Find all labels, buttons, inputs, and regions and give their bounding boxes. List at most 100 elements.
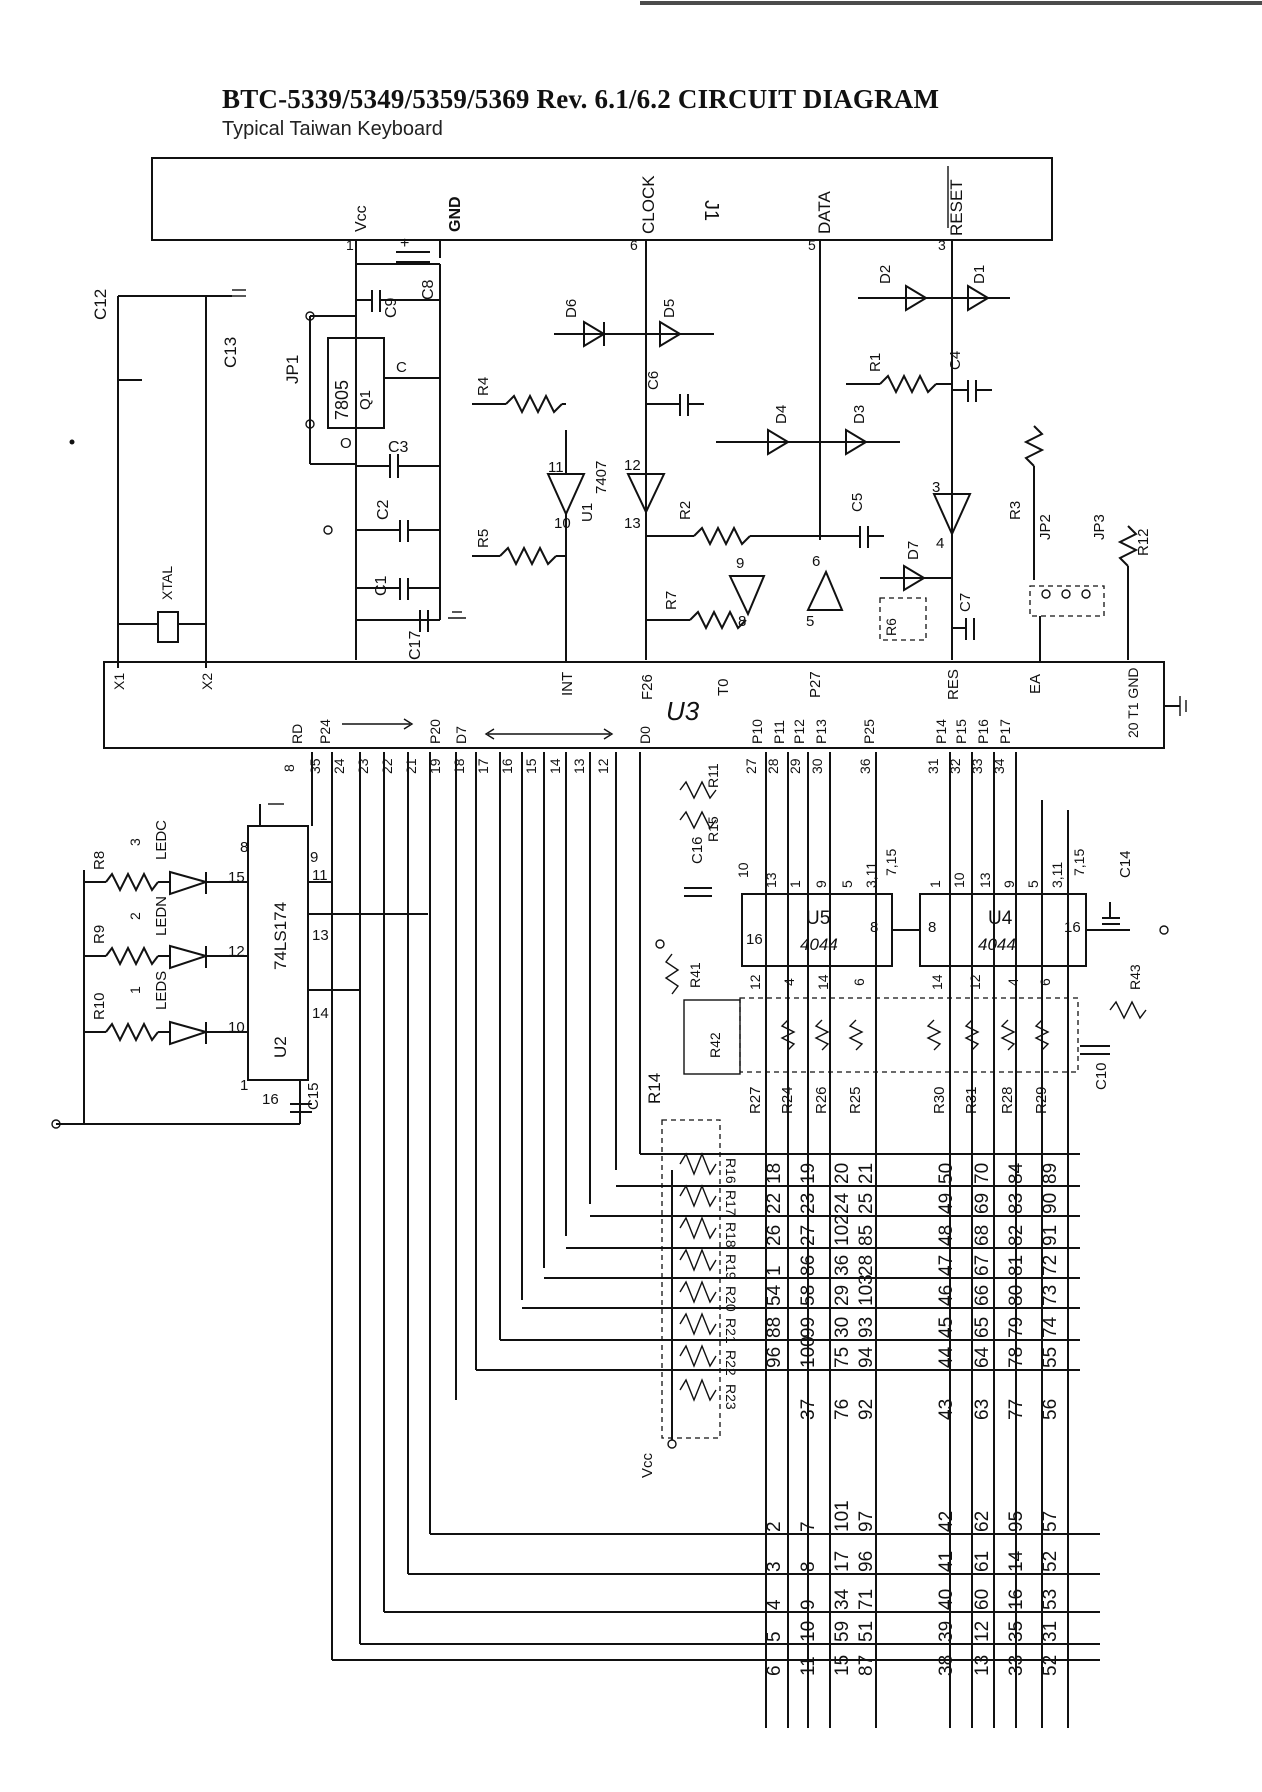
supply-wires (355, 240, 953, 660)
diode-d5: D5 (646, 299, 714, 348)
col-resistor-r25: R25 (847, 1019, 864, 1114)
capacitor-c10: C10 (1080, 1045, 1110, 1090)
key-upper-r0-c4: 50 (936, 1163, 957, 1184)
svg-text:18: 18 (451, 758, 467, 774)
capacitor-c5: C5 (820, 493, 884, 548)
svg-text:C5: C5 (849, 493, 866, 512)
column-lines (765, 752, 1069, 1728)
diode-d7: D7 (880, 541, 952, 592)
svg-text:21: 21 (403, 758, 419, 774)
key-upper-r5-c1: 99 (798, 1317, 819, 1338)
key-lower-r2-c6: 16 (1006, 1589, 1027, 1610)
col-resistor-r28: R28 (999, 1019, 1016, 1114)
port-p12: P12 (791, 719, 807, 744)
svg-text:9: 9 (1001, 880, 1017, 888)
key-upper-r2-c1: 27 (798, 1225, 819, 1246)
misc-passives: C14 C16 R11 R15 R41 R42 R14 R43 (645, 763, 1169, 1104)
c2-label: C2 (375, 499, 392, 520)
key-upper-r0-c2: 20 (832, 1163, 853, 1184)
resistor-r23: R23 (679, 1378, 739, 1410)
u5-pin-labels: 10 13 1 9 5 3,11 7,15 12 4 14 6 (735, 849, 899, 990)
jp1-label: JP1 (283, 355, 302, 384)
capacitor-c15: C15 (290, 1080, 322, 1124)
c17-label: C17 (407, 631, 424, 660)
j1-pin-clock-label: CLOCK (639, 175, 658, 234)
svg-text:R6: R6 (883, 618, 899, 636)
led-c: LEDC 3 (127, 820, 248, 896)
col-resistor-r24: R24 (779, 1019, 796, 1114)
svg-text:R2: R2 (677, 501, 694, 520)
svg-text:4: 4 (936, 535, 944, 552)
u4-part: 4044 (978, 935, 1016, 954)
svg-text:28: 28 (765, 758, 781, 774)
diode-d6: D6 (554, 299, 646, 348)
col-resistor-r29: R29 (1033, 1019, 1050, 1114)
capacitor-c3: C3 (356, 439, 440, 478)
regulator-q1: 7805 Q1 C O (327, 330, 440, 452)
leds: LEDC 3 LEDN 2 LEDS 1 R8 R9 R10 (51, 820, 322, 1129)
key-lower-r4-c2: 15 (832, 1655, 853, 1676)
key-lower-r4-c0: 6 (764, 1665, 785, 1676)
svg-text:14: 14 (815, 974, 831, 990)
svg-text:R31: R31 (963, 1086, 980, 1114)
u1-part: 7407 (593, 461, 610, 494)
diode-d3: D3 (820, 405, 900, 456)
svg-text:8: 8 (870, 919, 878, 936)
svg-text:5: 5 (806, 613, 814, 630)
svg-text:3: 3 (932, 479, 940, 496)
u3-pin-t0: T0 (715, 678, 732, 696)
svg-text:R17: R17 (723, 1190, 739, 1216)
svg-text:D2: D2 (877, 265, 894, 284)
j1-pin-1: 1 (346, 237, 354, 253)
svg-text:1: 1 (127, 986, 143, 994)
key-upper-r1-c5: 69 (972, 1193, 993, 1214)
led-s: LEDS 1 (127, 971, 248, 1046)
u3-pin-int: INT (559, 672, 576, 696)
capacitor-c8: + C8 (396, 235, 437, 300)
led-s-label: LEDS (153, 971, 170, 1010)
key-upper-r3-c4: 47 (936, 1255, 957, 1276)
svg-text:R29: R29 (1033, 1086, 1050, 1114)
svg-text:12: 12 (624, 457, 641, 474)
svg-text:R41: R41 (687, 962, 703, 988)
key-lower-r3-c3: 51 (856, 1621, 877, 1642)
key-upper-r4-c5: 66 (972, 1285, 993, 1306)
key-lower-r1-c2: 17 (832, 1551, 853, 1572)
key-lower-r3-c2: 59 (832, 1621, 853, 1642)
svg-text:9: 9 (310, 849, 318, 866)
row-resistors: R16 R17 R18 R19 R20 R21 R22 R23 (639, 1119, 739, 1478)
u2-part: 74LS174 (271, 902, 290, 970)
svg-text:R1: R1 (867, 353, 884, 372)
chip-u3: U3 X1 X2 INT F26 T0 P27 RES EA 20 T1 GND (103, 661, 1187, 749)
svg-text:C6: C6 (645, 371, 662, 390)
vcc-bottom-label: Vcc (639, 1452, 656, 1478)
resistor-r14: R14 (645, 1073, 664, 1104)
crystal-circuit: C12 C13 XTAL (91, 289, 246, 668)
svg-text:D4: D4 (773, 405, 790, 424)
port-p25: P25 (861, 719, 877, 744)
u3-pin-p27: P27 (807, 671, 824, 698)
svg-text:R12: R12 (1135, 528, 1152, 556)
svg-text:8: 8 (281, 764, 297, 772)
svg-text:10: 10 (554, 515, 571, 532)
svg-text:R8: R8 (91, 851, 108, 870)
svg-text:7,15: 7,15 (883, 849, 899, 876)
svg-text:1: 1 (927, 880, 943, 888)
key-lower-r1-c6: 14 (1006, 1550, 1027, 1572)
key-lower-r2-c7: 53 (1040, 1589, 1061, 1610)
capacitor-c1: C1 (356, 575, 440, 600)
svg-text:C7: C7 (957, 593, 974, 612)
u1-ref: U1 (579, 503, 596, 522)
u2-wires (259, 752, 428, 1660)
key-upper-r1-c6: 83 (1006, 1193, 1027, 1214)
key-lower-r2-c1: 9 (798, 1599, 819, 1610)
svg-text:15: 15 (523, 758, 539, 774)
key-lower-r2-c2: 34 (832, 1588, 853, 1610)
key-lower-r2-c0: 4 (764, 1599, 785, 1610)
key-upper-r4-c1: 58 (798, 1285, 819, 1306)
key-lower-r0-c5: 62 (972, 1511, 993, 1532)
key-lower-r1-c1: 8 (798, 1561, 819, 1572)
key-upper-r4-c4: 46 (936, 1285, 957, 1306)
svg-text:C15: C15 (305, 1082, 322, 1110)
key-lower-r4-c5: 13 (972, 1655, 993, 1676)
